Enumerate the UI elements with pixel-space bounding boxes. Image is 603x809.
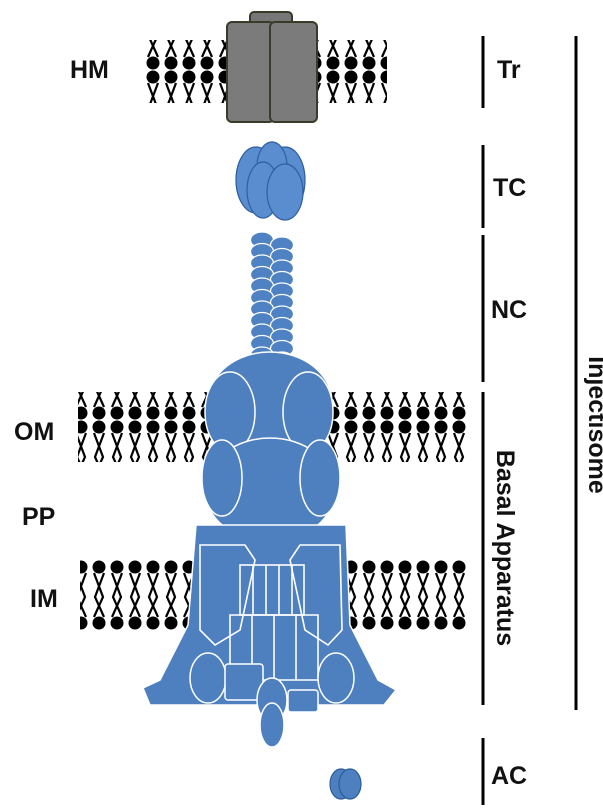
- label-nc: NC: [491, 296, 527, 324]
- label-tc: TC: [493, 174, 526, 202]
- label-im: IM: [30, 585, 58, 613]
- ac-cargo: [330, 769, 361, 799]
- tip-complex: [236, 142, 305, 220]
- label-basal-apparatus: Basal Apparatus: [491, 450, 519, 646]
- label-om: OM: [14, 418, 54, 446]
- label-ac: AC: [491, 762, 527, 790]
- label-tr: Tr: [497, 56, 521, 84]
- label-injectisome: Injectisome: [583, 356, 603, 494]
- label-hm: HM: [70, 56, 109, 84]
- label-pp: PP: [22, 503, 55, 531]
- translocon: [227, 12, 317, 122]
- brackets: [483, 36, 576, 805]
